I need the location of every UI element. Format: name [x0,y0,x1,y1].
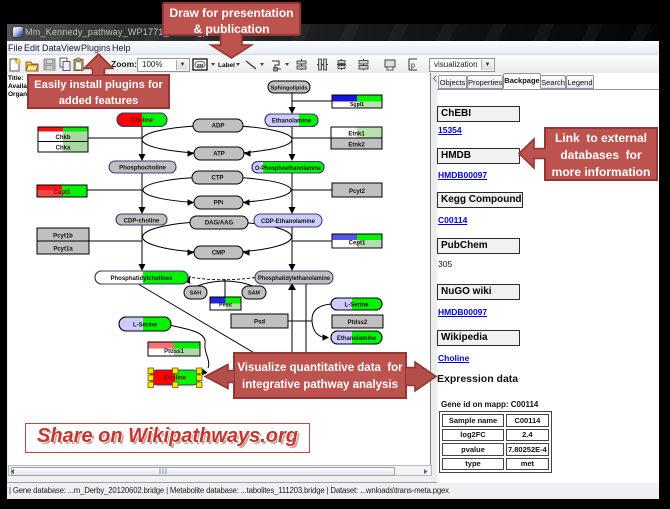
svg-text:Pcyt1b: Pcyt1b [53,234,73,240]
svg-text:Ptdss1: Ptdss1 [164,349,184,355]
svg-text:Chka: Chka [56,146,71,152]
svg-text:Ethanolamine: Ethanolamine [337,336,377,342]
svg-text:Pemt: Pemt [219,303,232,309]
svg-text:Sphingolipids: Sphingolipids [271,86,308,92]
svg-text:Psd: Psd [254,320,265,326]
svg-text:Sgpl1: Sgpl1 [350,102,364,108]
svg-text:CMP: CMP [212,251,225,257]
svg-text:DAG/AAG: DAG/AAG [205,221,234,227]
svg-text:Cept1: Cept1 [54,190,71,196]
svg-text:Pcyt2: Pcyt2 [349,189,366,195]
svg-text:2M: 2M [197,63,204,68]
svg-text:Etnk1: Etnk1 [348,132,365,138]
svg-text:Label: Label [218,62,235,69]
svg-text:Choline: Choline [164,376,187,382]
svg-text:SAM: SAM [248,291,260,297]
svg-text:Chkb: Chkb [56,135,71,141]
svg-text:Cept1: Cept1 [349,241,366,247]
svg-text:L-Serine: L-Serine [133,323,158,329]
svg-text:L-Serine: L-Serine [344,303,369,309]
svg-text:CDP-choline: CDP-choline [124,219,160,225]
svg-text:Phosphocholine: Phosphocholine [119,166,166,172]
svg-text:ADP: ADP [212,124,225,130]
svg-text:Organis: Organis [8,91,33,98]
svg-text:CDP-Ethanolamine: CDP-Ethanolamine [261,219,316,225]
svg-text:PPi: PPi [214,201,224,207]
svg-text:Ethanolamine: Ethanolamine [272,119,312,125]
svg-text:O-Phosphoethanolamine: O-Phosphoethanolamine [255,166,322,172]
svg-text:Availab: Availab [8,83,31,90]
svg-text:Choline: Choline [131,118,154,124]
svg-text:Phosphatidylethanolamine: Phosphatidylethanolamine [258,276,331,282]
svg-text:Etnk2: Etnk2 [348,143,365,149]
svg-text:Ptdss2: Ptdss2 [348,320,368,326]
svg-text:Phosphatidylcholines: Phosphatidylcholines [111,276,174,282]
svg-text:Title:: Title: [8,75,23,82]
svg-text:CTP: CTP [212,176,224,182]
svg-text:p: p [411,63,415,70]
svg-text:Pcyt1a: Pcyt1a [53,247,73,253]
svg-text:SAH: SAH [190,291,201,297]
svg-text:ATP: ATP [213,152,225,158]
